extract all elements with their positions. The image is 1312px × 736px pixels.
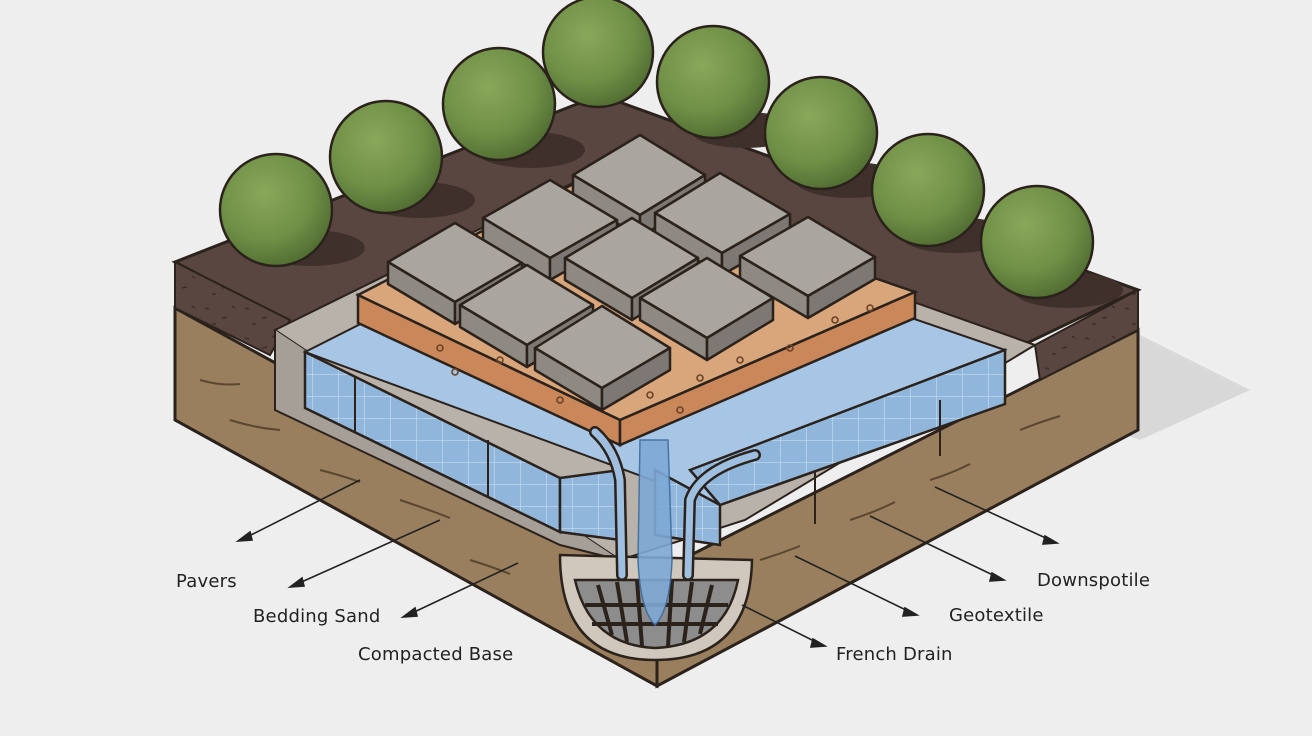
shrub [979,184,1123,308]
shrub [441,46,585,168]
sand-right-face [618,290,917,447]
shrub [328,99,475,218]
paver [638,256,775,362]
label-compacted-base: Compacted Base [358,644,514,665]
water-flow [637,439,673,627]
label-downspout: Downspotile [1037,570,1151,591]
shrubs [218,0,1123,308]
shrub [541,0,655,109]
pavers-grid [386,133,877,412]
label-french-drain: French Drain [836,644,953,665]
shrub [218,152,365,268]
label-geotextile: Geotextile [949,605,1044,626]
base-right-face [687,348,1007,507]
paver [738,215,877,320]
topsoil-left-face [174,260,292,357]
topsoil-right-face [1033,288,1139,382]
paver [533,304,672,412]
base-front-left-face [558,468,622,542]
label-pavers: Pavers [176,571,237,592]
label-bedding-sand: Bedding Sand [253,606,381,627]
downspout [589,426,761,581]
callout-arrows [235,479,1060,648]
